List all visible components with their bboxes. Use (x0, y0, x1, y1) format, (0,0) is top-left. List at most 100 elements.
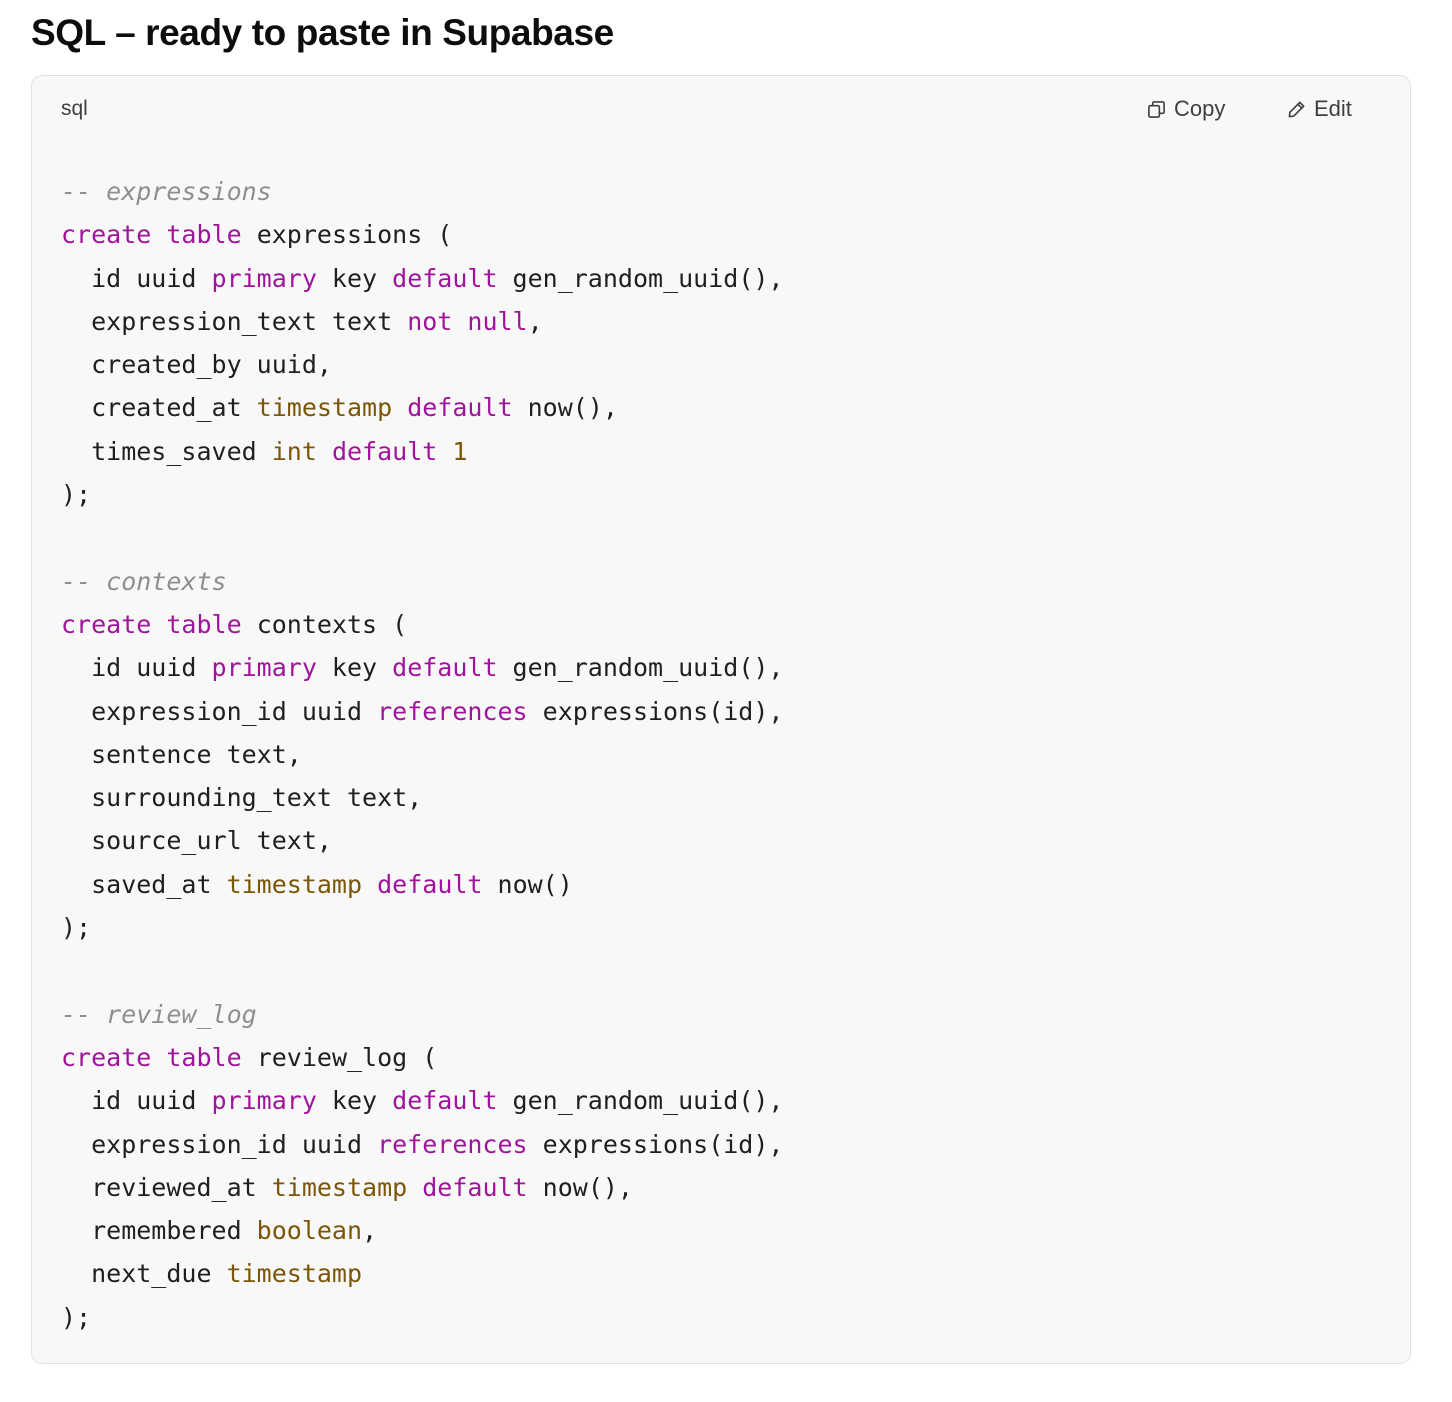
code-token-plain: now(), (512, 393, 618, 423)
code-token-keyword: default (392, 263, 498, 293)
code-token-comment: -- contexts (61, 566, 227, 596)
code-token-plain: ); (61, 480, 92, 510)
code-token-keyword: default (392, 1086, 498, 1116)
code-token-keyword: table (166, 220, 242, 250)
code-token-plain (437, 437, 452, 466)
code-token-plain: times_saved (61, 436, 272, 466)
code-token-comment: -- expressions (61, 177, 272, 206)
code-token-type: timestamp (256, 393, 393, 423)
code-line: expression_text text not null, (61, 307, 543, 336)
code-token-plain: next_due (61, 1259, 227, 1289)
code-token-plain: expressions ( (241, 220, 453, 250)
code-line: -- contexts (61, 567, 227, 596)
code-language-label: sql (61, 97, 88, 120)
code-line: -- expressions (61, 177, 272, 206)
code-token-plain: expressions(id), (527, 696, 784, 726)
code-line: id uuid primary key default gen_random_u… (61, 1086, 783, 1115)
code-token-keyword: default (392, 653, 498, 683)
code-token-plain: id uuid (61, 653, 212, 683)
code-token-type: int (271, 436, 317, 466)
code-token-keyword: references (377, 696, 528, 726)
code-line: sentence text, (61, 740, 302, 769)
code-token-plain (151, 1043, 166, 1072)
code-line: remembered boolean, (61, 1216, 377, 1245)
code-token-keyword: default (331, 436, 438, 466)
sql-code: -- expressions create table expressions … (61, 170, 783, 1339)
code-token-keyword: references (377, 1129, 528, 1159)
code-line: times_saved int default 1 (61, 437, 467, 466)
code-token-plain: gen_random_uuid(), (497, 263, 784, 293)
code-token-keyword: default (422, 1172, 528, 1202)
code-token-plain (407, 1173, 422, 1202)
code-line: -- review_log (61, 1000, 257, 1029)
code-token-plain (151, 220, 166, 249)
code-token-plain: ); (61, 913, 92, 943)
edit-button[interactable]: Edit (1283, 93, 1356, 125)
code-token-plain: expression_text text (61, 306, 408, 336)
code-token-plain: expression_id uuid (61, 1129, 378, 1159)
code-line: expression_id uuid references expression… (61, 1130, 783, 1159)
code-token-plain: contexts ( (241, 609, 408, 639)
code-line: id uuid primary key default gen_random_u… (61, 653, 783, 682)
code-token-keyword: default (407, 393, 513, 423)
code-line: expression_id uuid references expression… (61, 697, 783, 726)
code-token-plain: , (527, 306, 543, 336)
code-token-number: 1 (452, 436, 468, 466)
code-line: source_url text, (61, 826, 332, 855)
code-line: create table review_log ( (61, 1043, 437, 1072)
code-token-plain: gen_random_uuid(), (497, 653, 784, 683)
code-line: id uuid primary key default gen_random_u… (61, 264, 783, 293)
code-token-keyword: primary (211, 653, 317, 683)
code-token-plain (151, 610, 166, 639)
code-line: ); (61, 480, 91, 509)
code-token-keyword: create (61, 220, 152, 250)
code-token-plain: reviewed_at (61, 1172, 272, 1202)
copy-button[interactable]: Copy (1143, 93, 1229, 125)
code-token-comment: -- review_log (61, 999, 257, 1029)
code-token-plain (362, 870, 377, 899)
code-line: reviewed_at timestamp default now(), (61, 1173, 633, 1202)
code-token-plain: expressions(id), (527, 1129, 784, 1159)
code-token-plain (452, 307, 467, 336)
code-token-plain: id uuid (61, 1086, 212, 1116)
code-token-plain: review_log ( (241, 1042, 438, 1072)
code-token-plain (317, 437, 332, 466)
code-token-keyword: create (61, 1042, 152, 1072)
code-token-plain: surrounding_text text, (61, 783, 423, 813)
code-token-plain: ); (61, 1302, 92, 1332)
code-token-keyword: create (61, 609, 152, 639)
code-token-plain: now() (482, 869, 573, 899)
code-token-plain: created_at (61, 393, 257, 423)
code-token-plain: expression_id uuid (61, 696, 378, 726)
code-line: create table expressions ( (61, 220, 452, 249)
code-token-plain: key (316, 653, 393, 683)
code-token-plain (392, 393, 407, 422)
code-token-keyword: null (467, 306, 528, 336)
code-token-plain: sentence text, (61, 739, 302, 769)
code-token-plain: id uuid (61, 263, 212, 293)
code-line: create table contexts ( (61, 610, 407, 639)
code-token-plain: gen_random_uuid(), (497, 1086, 784, 1116)
edit-button-label: Edit (1314, 96, 1352, 121)
copy-button-label: Copy (1174, 96, 1226, 121)
code-line: next_due timestamp (61, 1259, 362, 1288)
code-token-plain: now(), (527, 1172, 633, 1202)
code-token-plain: , (362, 1216, 378, 1246)
code-line: surrounding_text text, (61, 783, 422, 812)
code-token-plain: key (316, 263, 393, 293)
code-token-type: timestamp (226, 869, 363, 899)
code-token-keyword: primary (211, 1086, 317, 1116)
code-token-plain: key (316, 1086, 393, 1116)
code-token-plain: remembered (61, 1216, 257, 1246)
code-line: created_at timestamp default now(), (61, 393, 618, 422)
code-token-type: boolean (256, 1216, 363, 1246)
code-line: saved_at timestamp default now() (61, 870, 573, 899)
code-token-keyword: primary (211, 263, 317, 293)
code-token-plain: saved_at (61, 869, 227, 899)
code-line: ); (61, 913, 91, 942)
copy-icon (1147, 100, 1166, 119)
code-token-keyword: not (407, 306, 453, 336)
sql-code-block: sql Copy Edit -- expressions create tabl… (31, 75, 1411, 1364)
code-line: ); (61, 1303, 91, 1332)
code-token-plain: created_by uuid, (61, 350, 332, 380)
